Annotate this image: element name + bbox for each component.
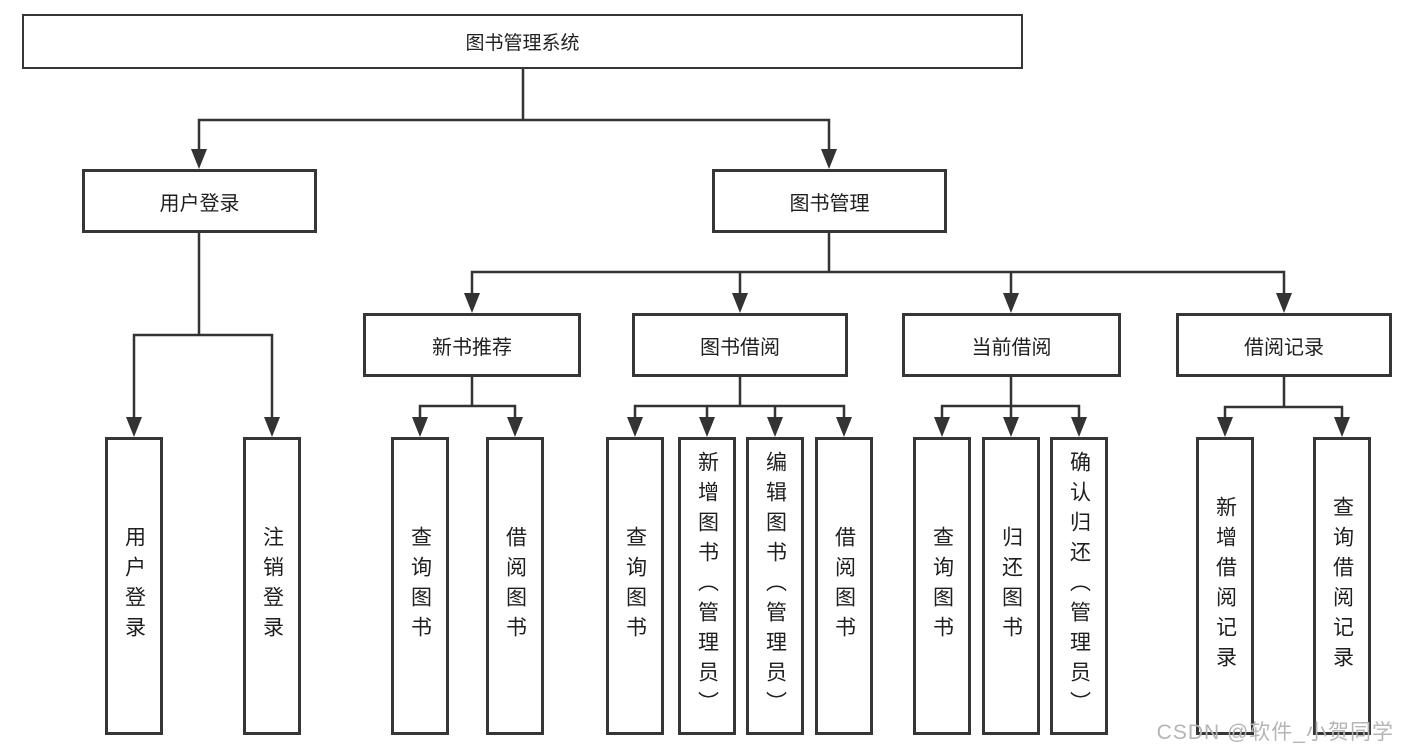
leaf-return-books: 归还图书 (982, 437, 1040, 735)
leaf-query-borrow-record-label: 查询借阅记录 (1330, 496, 1354, 676)
leaf-user-login: 用户登录 (105, 437, 163, 735)
node-book-borrow-label: 图书借阅 (700, 336, 780, 359)
leaf-query-borrow-record: 查询借阅记录 (1313, 437, 1371, 735)
leaf-query-books-current-label: 查询图书 (930, 526, 954, 646)
node-current-borrow-label: 当前借阅 (971, 336, 1052, 359)
leaf-return-books-label: 归还图书 (999, 526, 1023, 646)
node-root-system: 图书管理系统 (22, 14, 1023, 69)
leaf-query-books-borrow: 查询图书 (606, 437, 664, 735)
leaf-confirm-return-admin: 确认归还（管理员） (1050, 437, 1108, 735)
leaf-query-books-borrow-label: 查询图书 (623, 526, 647, 646)
leaf-add-book-admin-label: 新增图书（管理员） (695, 451, 719, 721)
node-book-management-label: 图书管理 (789, 192, 870, 215)
node-book-management: 图书管理 (712, 169, 947, 233)
leaf-borrow-books: 借阅图书 (815, 437, 873, 735)
leaf-borrow-books-recommend: 借阅图书 (486, 437, 544, 735)
csdn-watermark: CSDN @软件_小贺同学 (1156, 721, 1394, 744)
leaf-add-book-admin: 新增图书（管理员） (678, 437, 736, 735)
node-root-label: 图书管理系统 (465, 33, 580, 54)
leaf-borrow-books-label: 借阅图书 (832, 526, 856, 646)
connector-root-rail (197, 118, 831, 164)
leaf-borrow-books-recommend-label: 借阅图书 (503, 526, 527, 646)
node-current-borrow: 当前借阅 (902, 313, 1121, 377)
connector-newbooks-rail (418, 404, 517, 432)
node-book-borrow: 图书借阅 (632, 313, 848, 377)
node-new-book-recommend-label: 新书推荐 (432, 336, 512, 359)
leaf-query-books-current: 查询图书 (913, 437, 971, 735)
connector-records-rail (1223, 405, 1344, 432)
leaf-add-borrow-record-label: 新增借阅记录 (1213, 496, 1237, 676)
leaf-user-login-label: 用户登录 (122, 526, 146, 646)
node-user-login-label: 用户登录 (159, 192, 240, 215)
leaf-add-borrow-record: 新增借阅记录 (1196, 437, 1254, 735)
leaf-edit-book-admin-label: 编辑图书（管理员） (763, 451, 787, 721)
node-borrow-records-label: 借阅记录 (1244, 336, 1324, 359)
node-user-login: 用户登录 (82, 169, 317, 233)
node-new-book-recommend: 新书推荐 (363, 313, 581, 377)
arrowheads (126, 149, 1350, 437)
connector-borrow-rail (633, 404, 846, 432)
leaf-logout: 注销登录 (243, 437, 301, 735)
connector-mgmt-rail (470, 270, 1286, 308)
leaf-query-books-recommend: 查询图书 (391, 437, 449, 735)
connector-login-rail (132, 333, 274, 432)
leaf-edit-book-admin: 编辑图书（管理员） (746, 437, 804, 735)
leaf-logout-label: 注销登录 (260, 526, 284, 646)
leaf-confirm-return-admin-label: 确认归还（管理员） (1067, 451, 1091, 721)
leaf-query-books-recommend-label: 查询图书 (408, 526, 432, 646)
node-borrow-records: 借阅记录 (1176, 313, 1392, 377)
